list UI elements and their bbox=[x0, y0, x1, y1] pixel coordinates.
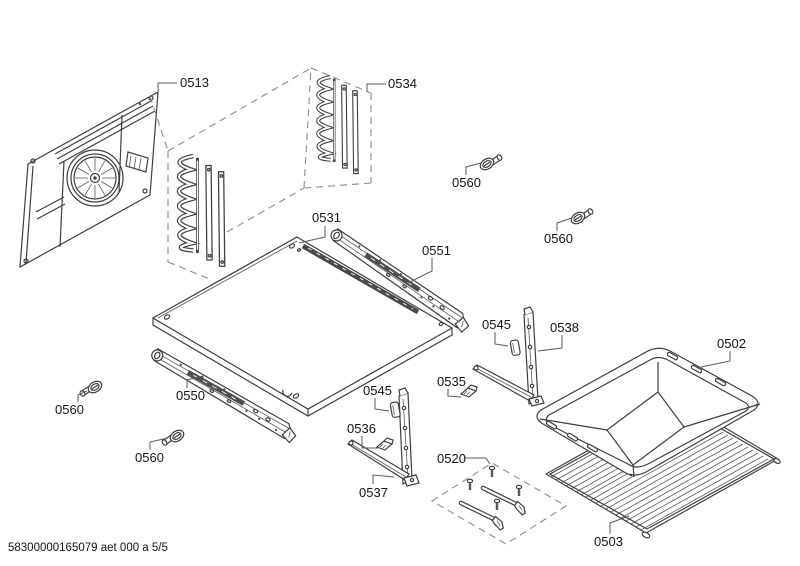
tray-rim-slots bbox=[545, 351, 727, 453]
part-pad-0545-right bbox=[509, 339, 522, 357]
part-callout-0503: 0503 bbox=[594, 534, 623, 549]
part-screw-0560 bbox=[477, 153, 504, 173]
part-callout-0513: 0513 bbox=[180, 75, 209, 90]
part-callout-0550: 0550 bbox=[176, 388, 205, 403]
part-screw-0560 bbox=[78, 378, 105, 398]
shelf-handle bbox=[458, 500, 506, 530]
document-footer-code: 58300000165079 aet 000 a 5/5 bbox=[8, 542, 168, 554]
kit-screw bbox=[493, 498, 501, 511]
part-screw-0560 bbox=[568, 207, 595, 227]
part-callout-0560-b: 0560 bbox=[544, 231, 573, 246]
part-callout-0560-d: 0560 bbox=[135, 450, 164, 465]
part-callout-0545-a: 0545 bbox=[482, 317, 511, 332]
part-pad-0545-mid bbox=[389, 401, 402, 419]
callout-leader-lines bbox=[77, 82, 731, 534]
part-callout-0551: 0551 bbox=[422, 243, 451, 258]
part-clip-0536 bbox=[376, 437, 394, 451]
fan-grille bbox=[66, 149, 124, 207]
part-heating-element-0534 bbox=[318, 77, 358, 174]
kit-screw bbox=[466, 478, 474, 491]
part-bracket-left-0537 bbox=[347, 387, 420, 487]
fastener-kit-0520 bbox=[430, 462, 568, 545]
part-callout-0560-c: 0560 bbox=[55, 402, 84, 417]
part-top-panel-0531 bbox=[151, 236, 454, 417]
part-callout-0537: 0537 bbox=[359, 485, 388, 500]
part-callout-0502: 0502 bbox=[717, 336, 746, 351]
kit-screw bbox=[515, 484, 523, 497]
part-callout-0534: 0534 bbox=[388, 76, 417, 91]
part-callout-0560-a: 0560 bbox=[452, 175, 481, 190]
part-bracket-right-0538 bbox=[472, 306, 545, 407]
shelf-handle bbox=[480, 485, 528, 515]
callout-labels: 0513 0534 0560 0560 0531 0551 0545 0538 … bbox=[55, 75, 746, 549]
part-callout-0520: 0520 bbox=[437, 451, 466, 466]
part-callout-0535: 0535 bbox=[437, 374, 466, 389]
part-baking-tray-0502 bbox=[536, 347, 761, 478]
part-callout-0531: 0531 bbox=[312, 210, 341, 225]
part-callout-0536: 0536 bbox=[347, 421, 376, 436]
part-heating-element-installed bbox=[179, 156, 225, 266]
part-screw-0560 bbox=[160, 427, 187, 447]
part-back-panel-0513 bbox=[19, 90, 159, 269]
part-callout-0545-b: 0545 bbox=[363, 383, 392, 398]
mounting-projection-dashed bbox=[149, 67, 372, 281]
part-callout-0538: 0538 bbox=[550, 320, 579, 335]
kit-screw bbox=[488, 465, 496, 478]
